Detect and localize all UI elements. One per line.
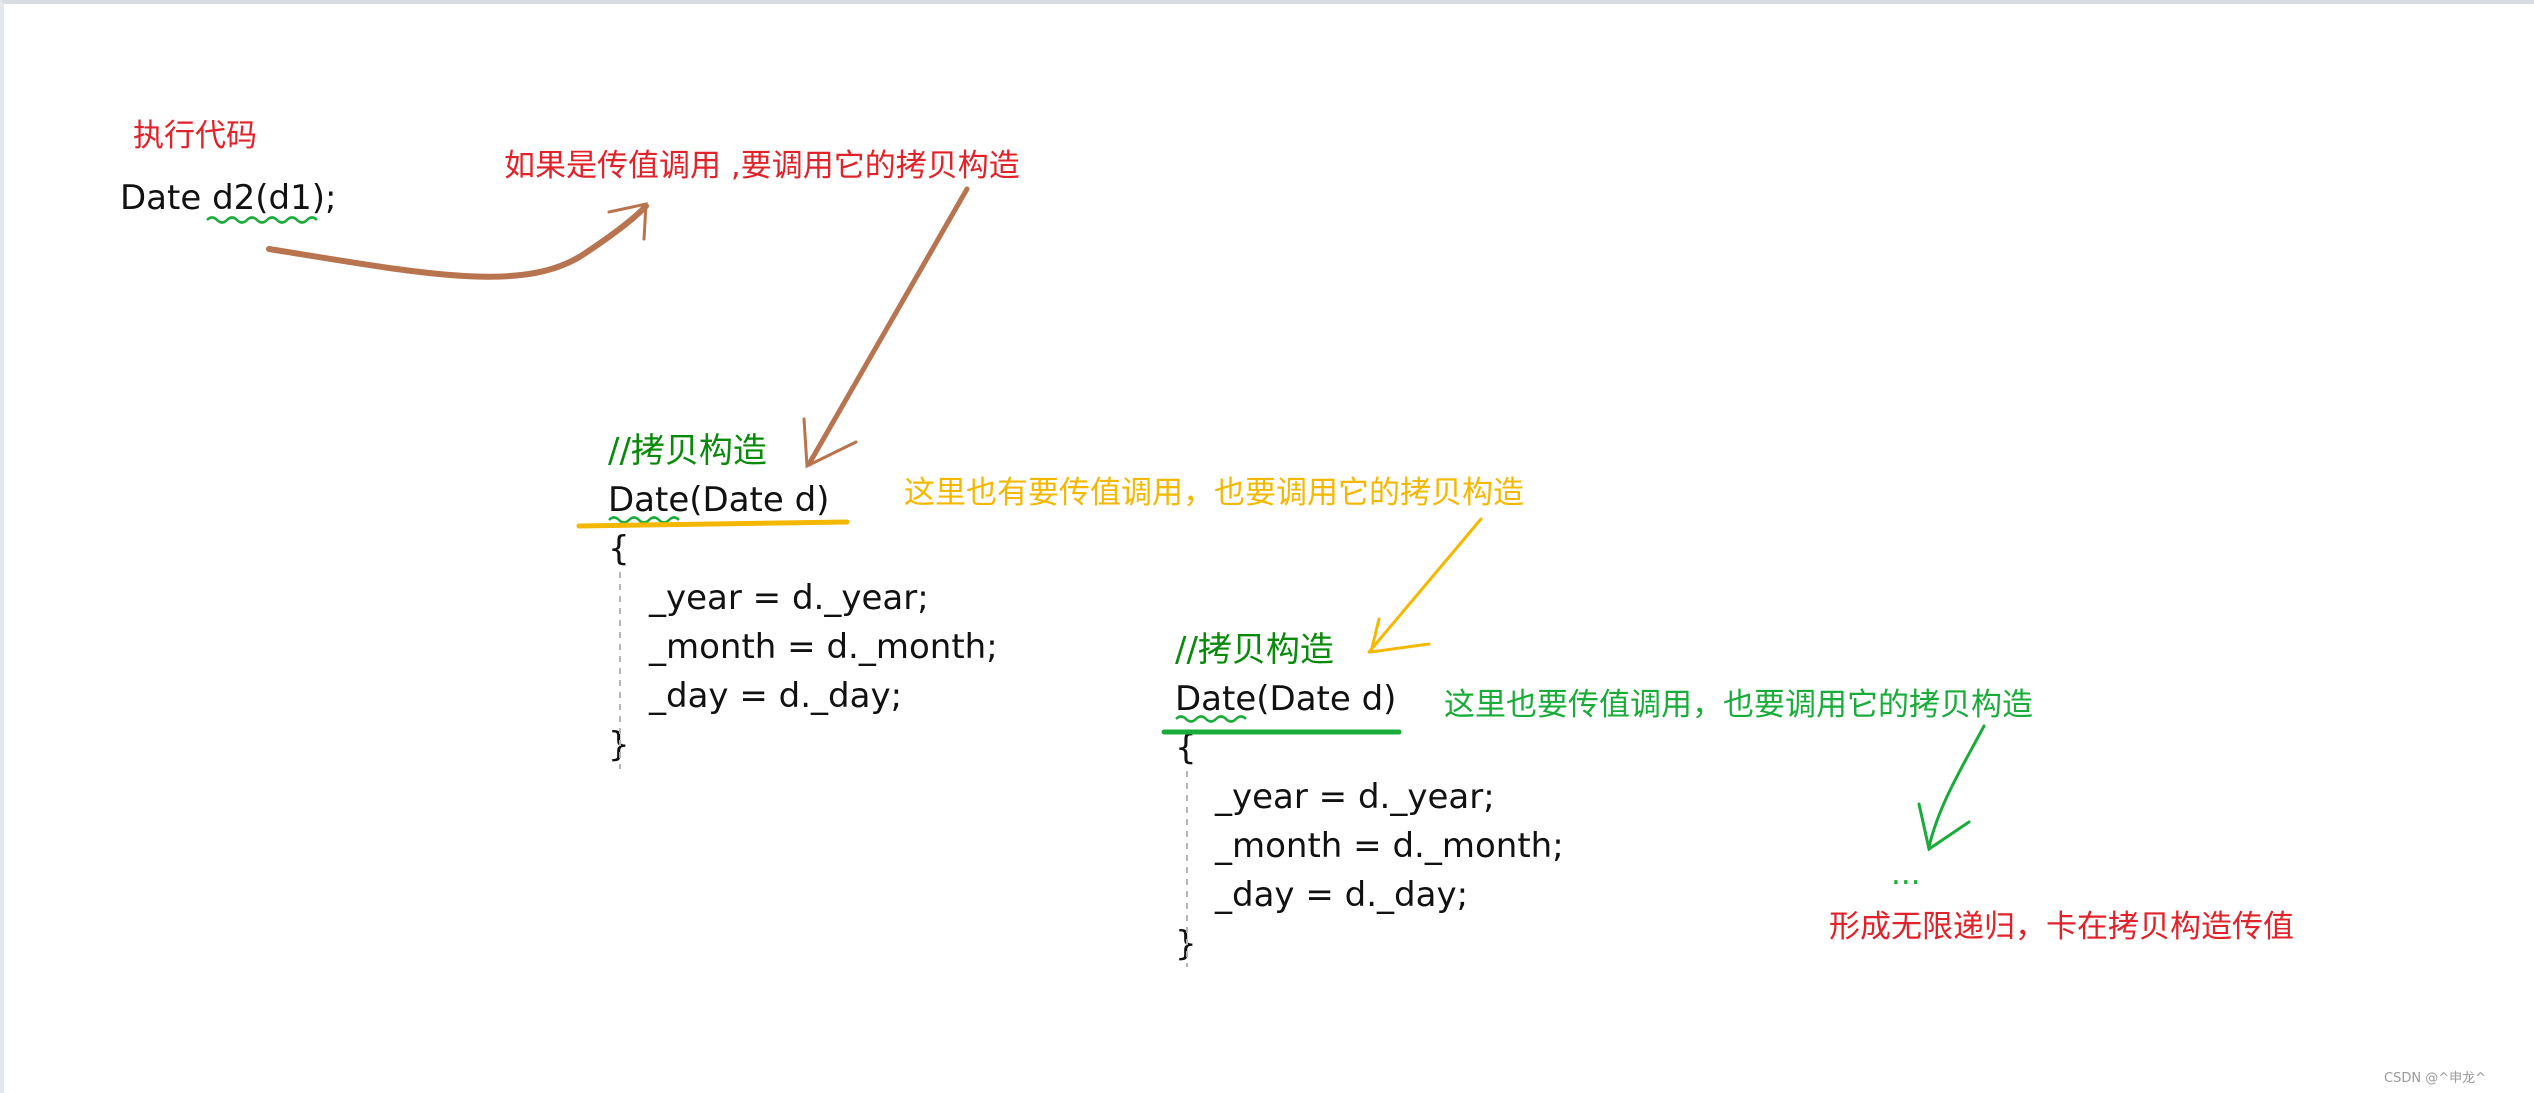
note-recursion-3: 这里也要传值调用，也要调用它的拷贝构造 bbox=[1444, 687, 2033, 723]
yellow-arrow-head bbox=[1369, 617, 1431, 654]
ellipsis: ... bbox=[1891, 856, 1921, 892]
yellow-underline bbox=[576, 519, 850, 529]
copy-ctor-1-open-brace: { bbox=[608, 529, 630, 569]
copy-ctor-2-line-month: _month = d._month; bbox=[1215, 826, 1564, 866]
yellow-arrow bbox=[1367, 517, 1483, 654]
copy-ctor-2-open-brace: { bbox=[1175, 728, 1197, 768]
copy-ctor-2-comment: //拷贝构造 bbox=[1175, 630, 1334, 670]
squiggle-d2 bbox=[206, 216, 318, 224]
copy-ctor-1-close-brace: } bbox=[608, 725, 630, 765]
green-arrow-head bbox=[1917, 802, 1971, 852]
copy-ctor-2-line-year: _year = d._year; bbox=[1215, 777, 1495, 817]
brown-arrow-2-head bbox=[802, 417, 858, 469]
note-recursion-2: 这里也有要传值调用，也要调用它的拷贝构造 bbox=[904, 475, 1524, 511]
copy-ctor-1-line-day: _day = d._day; bbox=[649, 676, 903, 716]
brown-arrow-1-head bbox=[607, 202, 648, 241]
copy-ctor-1-signature: Date(Date d) bbox=[608, 480, 830, 520]
copy-ctor-2-close-brace: } bbox=[1175, 924, 1197, 964]
copy-ctor-2-signature: Date(Date d) bbox=[1175, 679, 1397, 719]
exec-label: 执行代码 bbox=[133, 118, 257, 154]
watermark: CSDN @^申龙^ bbox=[2384, 1071, 2486, 1086]
exec-code: Date d2(d1); bbox=[120, 178, 337, 218]
copy-ctor-1-line-month: _month = d._month; bbox=[649, 627, 998, 667]
green-arrow bbox=[1927, 724, 1986, 849]
note-pass-by-value: 如果是传值调用 ,要调用它的拷贝构造 bbox=[504, 148, 1020, 184]
copy-ctor-1-comment: //拷贝构造 bbox=[608, 431, 767, 471]
copy-ctor-1-line-year: _year = d._year; bbox=[649, 578, 929, 618]
copy-ctor-2-line-day: _day = d._day; bbox=[1215, 875, 1469, 915]
brown-arrow-2 bbox=[806, 186, 970, 467]
note-infinite-recursion: 形成无限递归，卡在拷贝构造传值 bbox=[1829, 909, 2294, 945]
